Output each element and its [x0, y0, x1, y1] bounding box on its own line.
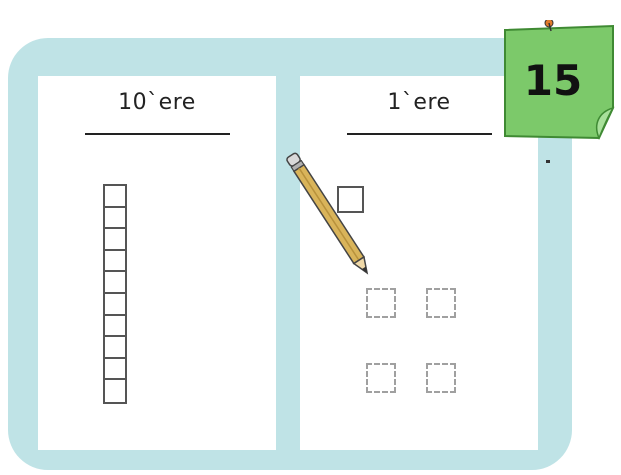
tens-heading: 10`ere: [38, 90, 276, 115]
dashed-cube-slot[interactable]: [366, 288, 396, 318]
rod-unit: [105, 208, 125, 230]
pencil-icon[interactable]: [280, 150, 375, 290]
rod-unit: [105, 186, 125, 208]
stray-mark: [546, 160, 550, 163]
rod-unit: [105, 229, 125, 251]
dashed-cube-slot[interactable]: [426, 288, 456, 318]
rod-unit: [105, 294, 125, 316]
tens-answer-line[interactable]: [85, 133, 230, 135]
number-15: 15: [503, 56, 603, 105]
rod-unit: [105, 359, 125, 381]
ones-answer-line[interactable]: [347, 133, 492, 135]
rod-unit: [105, 272, 125, 294]
dashed-cube-slot[interactable]: [366, 363, 396, 393]
rod-unit: [105, 380, 125, 402]
tens-panel: 10`ere: [38, 76, 276, 450]
sticky-note: 15: [503, 20, 616, 140]
rod-unit: [105, 251, 125, 273]
rod-unit: [105, 337, 125, 359]
ten-rod: [103, 184, 127, 404]
dashed-cube-slot[interactable]: [426, 363, 456, 393]
rod-unit: [105, 316, 125, 338]
